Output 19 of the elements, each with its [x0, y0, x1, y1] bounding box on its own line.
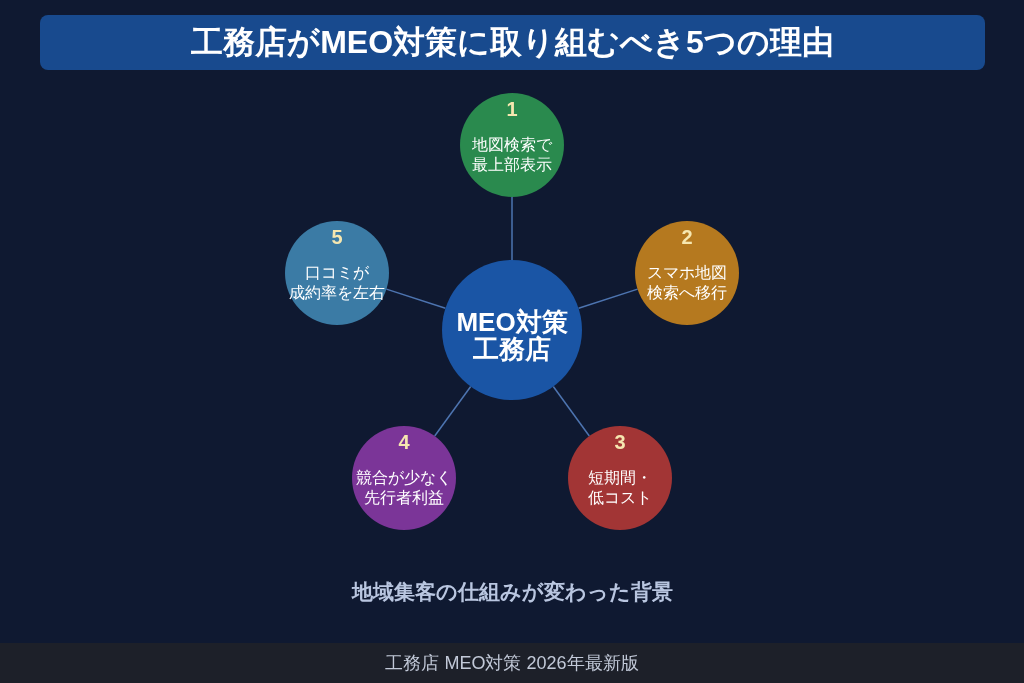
footer-bar: 工務店 MEO対策 2026年最新版 [0, 643, 1024, 683]
step-number: 2 [680, 225, 694, 249]
circle-text: 競合が少なく先行者利益 [355, 468, 453, 508]
circle-text: スマホ地図検索へ移行 [646, 263, 728, 303]
step-number: 1 [505, 97, 519, 121]
connector-line [385, 288, 447, 310]
connector-line [511, 196, 513, 261]
circle-text: 短期間・低コスト [587, 468, 653, 508]
circle-text: 口コミが成約率を左右 [289, 263, 385, 303]
circle-text: 地図検索で最上部表示 [471, 135, 553, 175]
title-banner: 工務店がMEO対策に取り組むべき5つの理由 [40, 15, 985, 70]
hub-text: MEO対策工務店 [455, 309, 569, 363]
caption-text: 地域集客の仕組みが変わった背景 [350, 579, 674, 605]
step-number: 3 [613, 430, 627, 454]
connector-line [577, 288, 639, 310]
step-number: 4 [397, 430, 411, 454]
step-number: 5 [330, 225, 344, 249]
connector-line [552, 385, 591, 437]
connector-line [433, 385, 472, 437]
